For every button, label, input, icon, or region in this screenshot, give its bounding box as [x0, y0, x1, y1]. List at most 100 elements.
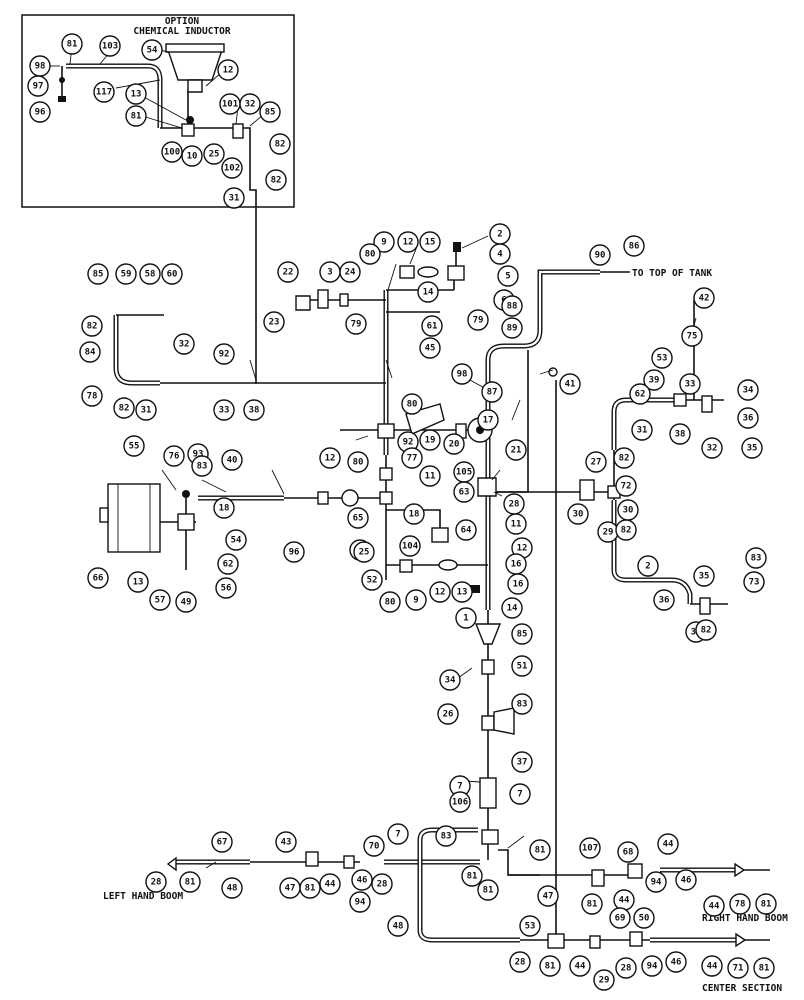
callout-bubble	[455, 607, 477, 629]
callout-bubble	[359, 243, 381, 265]
callout-81: 81	[477, 879, 499, 901]
callout-56: 56	[215, 577, 237, 599]
callout-number: 56	[221, 584, 232, 594]
callout-number: 82	[619, 454, 630, 464]
callout-bubble	[567, 503, 589, 525]
callout-69: 69	[609, 907, 631, 929]
callout-number: 82	[87, 322, 98, 332]
callout-81: 81	[299, 877, 321, 899]
callout-bubble	[87, 263, 109, 285]
callout-bubble	[675, 869, 697, 891]
callout-bubble	[695, 619, 717, 641]
callout-73: 73	[743, 571, 765, 593]
callout-25: 25	[353, 541, 375, 563]
callout-number: 33	[219, 406, 230, 416]
callout-85: 85	[87, 263, 109, 285]
callout-9: 9	[373, 231, 395, 253]
callout-9: 9	[405, 589, 427, 611]
callout-number: 2	[497, 230, 502, 240]
callout-46: 46	[675, 869, 697, 891]
callout-number: 98	[457, 370, 468, 380]
callout-61: 61	[421, 315, 443, 337]
callout-bubble	[419, 231, 441, 253]
callout-number: 11	[425, 472, 436, 482]
callout-number: 1	[463, 614, 468, 624]
callout-number: 72	[621, 482, 632, 492]
callout-34: 34	[737, 379, 759, 401]
callout-number: 64	[461, 526, 472, 536]
callout-88: 88	[501, 295, 523, 317]
callout-number: 5	[505, 272, 510, 282]
callout-number: 37	[517, 758, 528, 768]
callout-77: 77	[401, 447, 423, 469]
callout-bubble	[559, 373, 581, 395]
callout-number: 77	[407, 454, 418, 464]
option-inset-box	[21, 14, 295, 208]
callout-number: 30	[573, 510, 584, 520]
callout-bubble	[203, 143, 225, 165]
callout-79: 79	[467, 309, 489, 331]
callout-number: 18	[219, 504, 230, 514]
callout-bubble	[221, 157, 243, 179]
callout-number: 12	[325, 454, 336, 464]
callout-10: 10	[181, 145, 203, 167]
callout-26: 26	[437, 703, 459, 725]
callout-83: 83	[435, 825, 457, 847]
callout-number: 81	[759, 964, 770, 974]
callout-number: 44	[575, 962, 586, 972]
callout-bubble	[679, 373, 701, 395]
callout-number: 90	[595, 251, 606, 261]
callout-number: 80	[385, 598, 396, 608]
callout-bubble	[593, 969, 615, 991]
callout-96: 96	[29, 101, 51, 123]
callout-number: 13	[457, 588, 468, 598]
callout-16: 16	[505, 553, 527, 575]
callout-12: 12	[429, 581, 451, 603]
callout-number: 102	[224, 164, 240, 174]
callout-number: 83	[197, 462, 208, 472]
callout-bubble	[87, 567, 109, 589]
callout-number: 76	[169, 452, 180, 462]
callout-28: 28	[509, 951, 531, 973]
callout-number: 28	[151, 878, 162, 888]
callout-number: 80	[407, 400, 418, 410]
callout-bubble	[419, 465, 441, 487]
callout-number: 80	[353, 458, 364, 468]
callout-number: 104	[402, 542, 419, 552]
callout-number: 7	[395, 830, 400, 840]
callout-bubble	[213, 343, 235, 365]
callout-37: 37	[511, 751, 533, 773]
callout-44: 44	[657, 833, 679, 855]
components	[58, 43, 747, 949]
callout-bubble	[125, 105, 147, 127]
callout-number: 92	[403, 438, 414, 448]
callout-number: 13	[131, 90, 142, 100]
callout-bubble	[653, 589, 675, 611]
callout-bubble	[727, 957, 749, 979]
callout-number: 78	[87, 392, 98, 402]
callout-bubble	[451, 581, 473, 603]
callout-bubble	[125, 83, 147, 105]
callout-bubble	[221, 449, 243, 471]
callout-bubble	[613, 447, 635, 469]
callout-number: 10	[187, 152, 198, 162]
callout-84: 84	[79, 341, 101, 363]
callout-bubble	[259, 101, 281, 123]
callout-number: 53	[657, 354, 668, 364]
callout-number: 103	[102, 42, 118, 52]
callout-32: 32	[173, 333, 195, 355]
callout-53: 53	[519, 915, 541, 937]
label-left-hand-boom: LEFT HAND BOOM	[103, 891, 183, 902]
callout-number: 17	[483, 416, 494, 426]
callout-102: 102	[221, 157, 243, 179]
callout-bubble	[387, 823, 409, 845]
callout-bubble	[501, 317, 523, 339]
callout-bubble	[693, 565, 715, 587]
callout-bubble	[737, 407, 759, 429]
callout-number: 24	[345, 268, 356, 278]
callout-number: 32	[707, 444, 718, 454]
callout-number: 98	[35, 62, 46, 72]
callout-number: 44	[707, 962, 718, 972]
callout-number: 19	[425, 436, 436, 446]
callout-18: 18	[403, 503, 425, 525]
